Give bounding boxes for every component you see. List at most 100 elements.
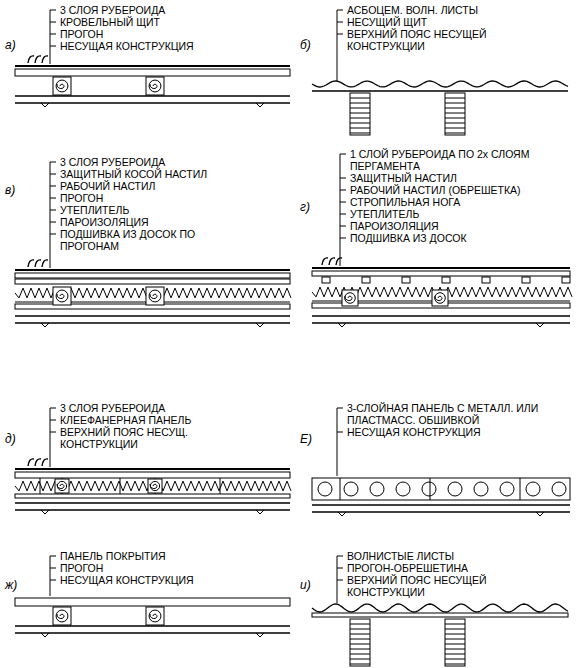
layer-line bbox=[40, 478, 41, 494]
break-mark bbox=[41, 510, 49, 514]
layer-rect bbox=[53, 77, 71, 95]
break-mark bbox=[536, 323, 544, 327]
break-mark bbox=[256, 510, 264, 514]
layer-line bbox=[350, 624, 370, 625]
roofing-felt-symbol bbox=[28, 260, 34, 267]
leader-tick bbox=[50, 186, 56, 187]
layer-label: 3 СЛОЯ РУБЕРОИДА bbox=[60, 156, 230, 168]
layer-label: ПАРОИЗОЛЯЦИЯ bbox=[350, 220, 570, 232]
layer-line bbox=[312, 315, 570, 317]
purlin-grain bbox=[57, 294, 64, 299]
layer-rect bbox=[15, 69, 290, 76]
leader-line bbox=[340, 154, 341, 266]
layer-rect bbox=[15, 598, 290, 606]
leader-tick bbox=[50, 174, 56, 175]
panel-void bbox=[552, 482, 566, 496]
panel-void bbox=[474, 482, 488, 496]
layer-rect bbox=[15, 494, 290, 498]
purlin-grain bbox=[435, 296, 442, 301]
layer-label: РАБОЧИЙ НАСТИЛ bbox=[60, 180, 230, 192]
layer-label: УТЕПЛИТЕЛЬ bbox=[60, 204, 230, 216]
leader-tick bbox=[337, 408, 343, 409]
layer-label: ПАНЕЛЬ ПОКРЫТИЯ bbox=[60, 550, 260, 562]
break-mark bbox=[256, 633, 264, 637]
layer-label: ВЕРХНИЙ ПОЯС НЕСУЩ. КОНСТРУКЦИИ bbox=[60, 426, 260, 450]
layer-label: 3 СЛОЯ РУБЕРОИДА bbox=[60, 402, 260, 414]
leader-tick bbox=[50, 162, 56, 163]
layer-rect bbox=[482, 277, 490, 283]
layer-line bbox=[350, 133, 370, 134]
leader-tick bbox=[337, 22, 343, 23]
leader-tick bbox=[50, 46, 56, 47]
corrugated-sheet bbox=[312, 604, 568, 612]
panel-letter: ж) bbox=[5, 578, 17, 592]
layer-rect bbox=[362, 277, 370, 283]
panel-void bbox=[448, 482, 462, 496]
purlin-symbol bbox=[149, 290, 161, 302]
layer-rect bbox=[445, 93, 465, 135]
layer-label: РАБОЧИЙ НАСТИЛ (ОБРЕШЕТКА) bbox=[350, 184, 570, 196]
layer-rect bbox=[146, 287, 164, 305]
layer-line bbox=[15, 65, 290, 67]
roofing-felt-symbol bbox=[42, 459, 48, 466]
leader-tick bbox=[340, 226, 346, 227]
layer-line bbox=[15, 315, 290, 317]
layer-label: ПОДШИВКА ИЗ ДОСОК ПО ПРОГОНАМ bbox=[60, 228, 230, 252]
panel-void bbox=[370, 482, 384, 496]
layer-line bbox=[340, 478, 341, 500]
layer-line bbox=[15, 269, 290, 271]
layer-label: ПРОГОН bbox=[60, 28, 280, 40]
layer-line bbox=[350, 103, 370, 104]
leader-tick bbox=[50, 568, 56, 569]
purlin-grain bbox=[345, 296, 352, 301]
layer-line bbox=[312, 267, 570, 269]
layer-line bbox=[350, 629, 370, 630]
layer-label: ЗАЩИТНЫЙ НАСТИЛ bbox=[350, 172, 570, 184]
layer-rect bbox=[15, 279, 290, 284]
leader-tick bbox=[340, 178, 346, 179]
layer-line bbox=[445, 629, 465, 630]
leader-tick bbox=[337, 556, 343, 557]
layer-line bbox=[350, 639, 370, 640]
layer-rect bbox=[350, 619, 370, 666]
layer-line bbox=[445, 654, 465, 655]
purlin-symbol bbox=[56, 290, 68, 302]
leader-tick bbox=[50, 222, 56, 223]
layer-line bbox=[15, 632, 290, 634]
layer-rect bbox=[442, 277, 450, 283]
layer-line bbox=[15, 509, 290, 511]
layer-line bbox=[445, 649, 465, 650]
layer-line bbox=[445, 634, 465, 635]
leader-tick bbox=[340, 154, 346, 155]
layer-label: 3 СЛОЯ РУБЕРОИДА bbox=[60, 4, 280, 16]
break-mark bbox=[256, 103, 264, 107]
layer-rect bbox=[146, 607, 164, 625]
purlin-symbol bbox=[56, 80, 68, 92]
layer-label: КЛЕЕФАНЕРНАЯ ПАНЕЛЬ bbox=[60, 414, 260, 426]
layer-label: ПРОГОН bbox=[60, 562, 260, 574]
layer-line bbox=[350, 98, 370, 99]
layer-label: НЕСУЩАЯ КОНСТРУКЦИЯ bbox=[60, 40, 280, 52]
panel-void bbox=[526, 482, 540, 496]
leader-tick bbox=[50, 210, 56, 211]
layer-label: АСБОЦЕМ. ВОЛН. ЛИСТЫ bbox=[347, 4, 562, 16]
layer-label: ПРОГОН bbox=[60, 192, 230, 204]
purlin-symbol bbox=[150, 481, 159, 490]
leader-line bbox=[337, 408, 338, 476]
layer-label: ВЕРХНИЙ ПОЯС НЕСУЩЕЙ КОНСТРУКЦИИ bbox=[347, 28, 562, 52]
panel-letter: и) bbox=[300, 578, 311, 592]
roofing-felt-symbol bbox=[28, 459, 34, 466]
break-mark bbox=[256, 323, 264, 327]
leader-line bbox=[50, 556, 51, 596]
layer-rect bbox=[445, 619, 465, 666]
roofing-felt-symbol bbox=[28, 56, 34, 63]
break-mark bbox=[41, 633, 49, 637]
layer-label: КРОВЕЛЬНЫЙ ЩИТ bbox=[60, 16, 280, 28]
layer-line bbox=[220, 478, 221, 494]
leader-tick bbox=[337, 580, 343, 581]
leader-tick bbox=[337, 568, 343, 569]
leader-tick bbox=[50, 420, 56, 421]
layer-rect bbox=[53, 607, 71, 625]
roofing-felt-symbol bbox=[35, 56, 41, 63]
